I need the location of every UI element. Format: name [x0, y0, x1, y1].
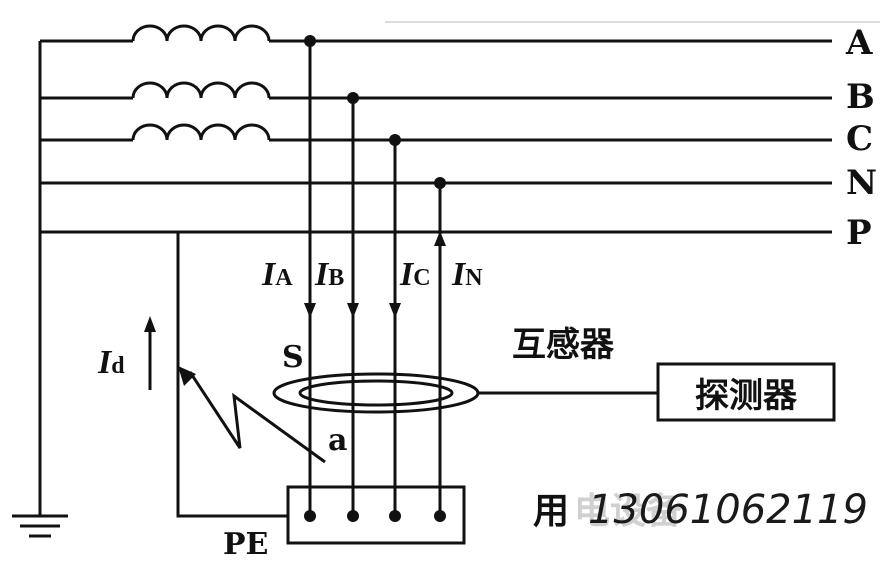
detector-box: [656, 362, 836, 422]
caption-ghost-text: 电设备: [574, 491, 683, 532]
line-label-n: N: [846, 163, 877, 203]
arrow-down-c-icon: [389, 303, 401, 318]
line-label-p: P: [846, 213, 872, 253]
coil-b-icon: [131, 81, 271, 99]
current-transformer-ring: [272, 372, 480, 414]
terminal-dots: [304, 487, 446, 522]
fault-point-label: a: [328, 423, 347, 458]
arrow-down-b-icon: [347, 303, 359, 318]
detector-label: 探测器: [695, 376, 798, 416]
current-label-ib: IB: [314, 256, 344, 293]
line-label-b: B: [846, 77, 875, 117]
arrow-up-n-icon: [434, 231, 446, 246]
line-a: [40, 24, 832, 43]
current-label-id: Id: [97, 344, 125, 381]
line-c: [40, 123, 832, 142]
ground-icon: [12, 514, 68, 538]
pe-label: PE: [223, 527, 268, 562]
current-label-ia: IA: [261, 256, 293, 293]
pe-wire: [176, 232, 288, 518]
line-label-a: A: [845, 23, 873, 63]
caption-prefix: 用: [533, 491, 569, 532]
transformer-label: 互感器: [512, 325, 615, 365]
caption-phone: 13061062119: [588, 487, 868, 533]
line-label-c: C: [846, 119, 873, 159]
pe-terminal-block: [286, 485, 466, 545]
current-arrows: [304, 231, 446, 318]
arrow-up-id-icon: [144, 316, 156, 390]
switch-label: S: [282, 340, 304, 375]
coil-c-icon: [131, 123, 271, 141]
fault-lightning-icon: [178, 366, 326, 464]
junction-dots: [304, 35, 446, 189]
line-b: [40, 81, 832, 100]
current-label-ic: IC: [399, 256, 431, 293]
coil-a-icon: [131, 24, 271, 42]
arrow-down-a-icon: [304, 303, 316, 318]
current-label-in: IN: [451, 256, 483, 293]
